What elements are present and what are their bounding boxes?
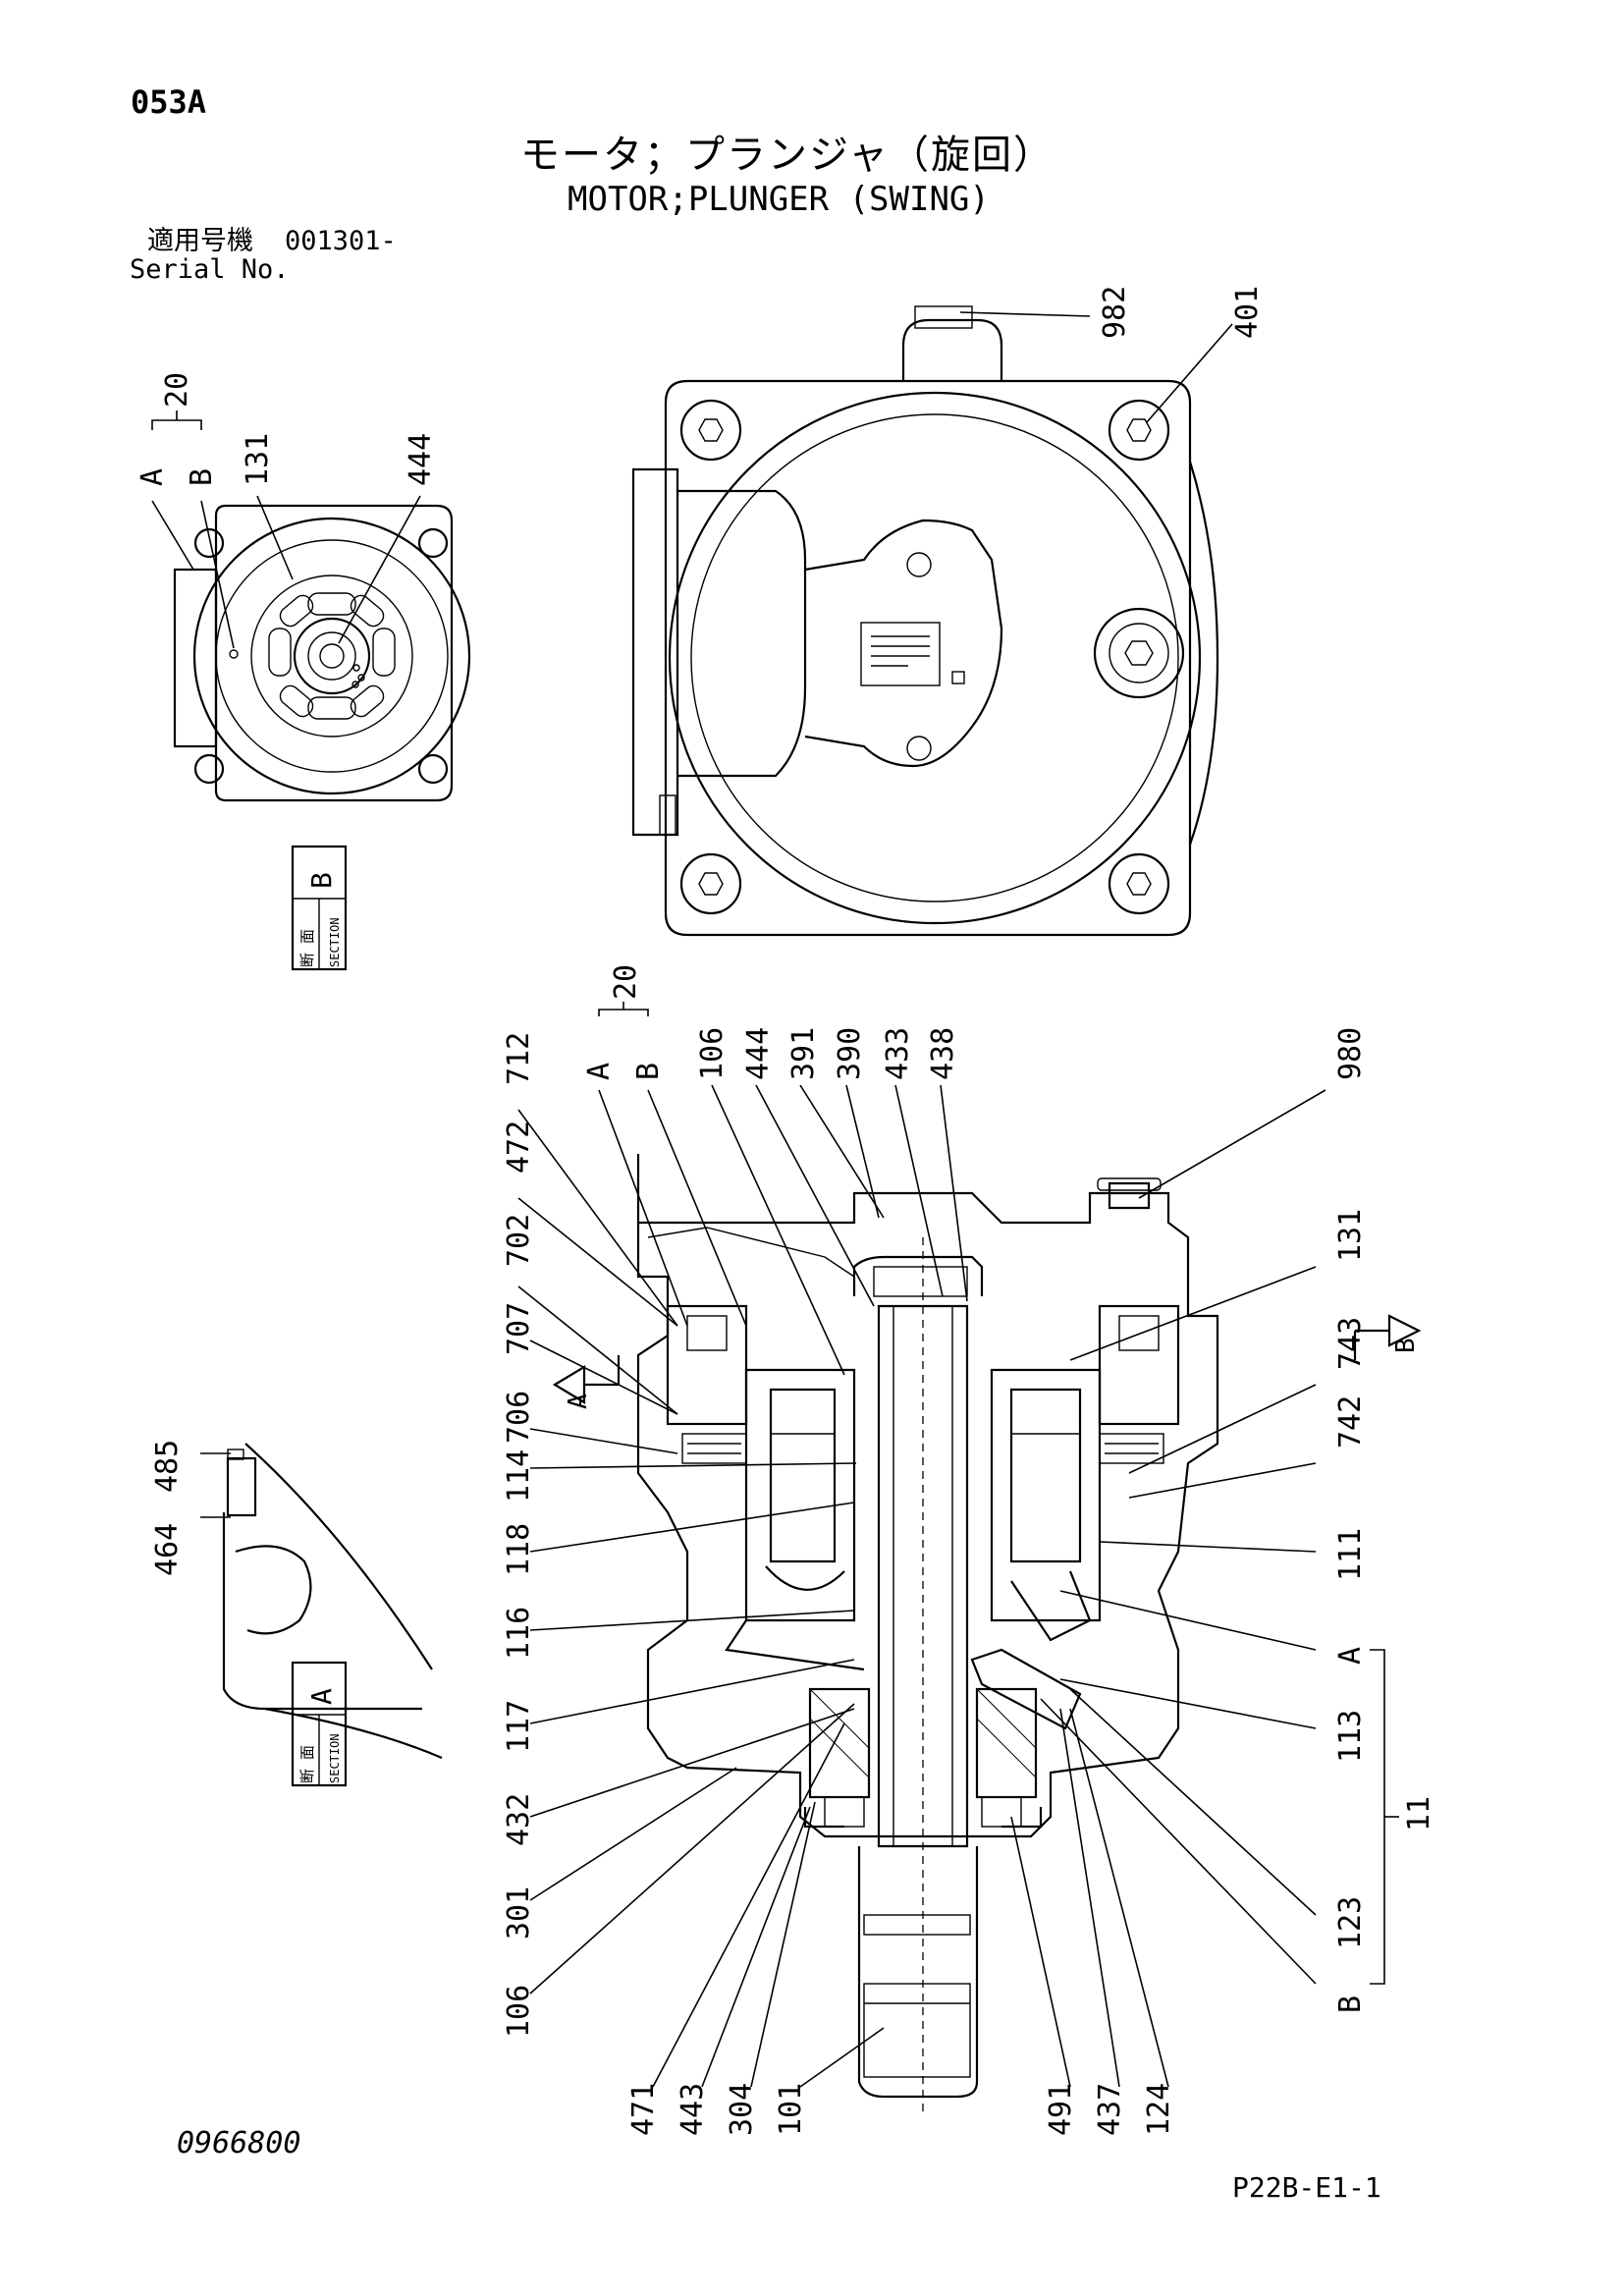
title-english: MOTOR;PLUNGER (SWING) xyxy=(568,180,990,219)
callout-114: 114 xyxy=(502,1449,536,1503)
callout-980: 980 xyxy=(1333,1027,1368,1080)
section-b-view xyxy=(173,504,471,802)
callout-a-right: A xyxy=(1333,1647,1368,1665)
section-b-en: SECTION xyxy=(328,917,342,967)
callout-712: 712 xyxy=(502,1032,536,1085)
callout-464: 464 xyxy=(150,1523,185,1576)
section-b-leaders xyxy=(151,410,421,649)
callout-a-side: A xyxy=(564,1394,593,1409)
callout-433: 433 xyxy=(881,1027,915,1080)
callout-742: 742 xyxy=(1333,1395,1368,1449)
callout-472: 472 xyxy=(502,1121,536,1174)
callout-444-b: 444 xyxy=(404,433,438,486)
main-section-view xyxy=(636,1154,1219,2111)
callout-20-main: 20 xyxy=(609,964,643,1000)
callout-b-side: B xyxy=(1391,1338,1421,1353)
callout-b-b: B xyxy=(185,468,219,486)
serial-label-japanese: 適用号機 xyxy=(147,226,253,256)
callout-labels: 982 401 20 A B 131 444 485 464 712 472 7… xyxy=(135,286,1436,2136)
page-code: 053A xyxy=(131,83,207,121)
callout-702: 702 xyxy=(502,1214,536,1267)
title-japanese: モータ；プランジャ（旋回） xyxy=(520,133,1055,178)
callout-11: 11 xyxy=(1402,1796,1436,1831)
section-a-letter: A xyxy=(305,1688,338,1705)
section-b-label-box xyxy=(291,845,348,971)
callout-743: 743 xyxy=(1333,1317,1368,1370)
callout-20-b: 20 xyxy=(160,372,194,408)
callout-443: 443 xyxy=(676,2083,710,2136)
callout-401: 401 xyxy=(1230,286,1265,339)
callout-444-top: 444 xyxy=(741,1027,776,1080)
group-brackets xyxy=(598,1002,1399,1985)
section-b-ja: 断 面 xyxy=(298,929,316,967)
section-b-letter: B xyxy=(305,872,338,889)
sheet-reference: P22B-E1-1 xyxy=(1232,2171,1381,2204)
detail-view xyxy=(200,1443,443,1760)
callout-116: 116 xyxy=(502,1607,536,1660)
callout-391: 391 xyxy=(786,1027,821,1080)
callout-304: 304 xyxy=(725,2083,759,2136)
callout-101: 101 xyxy=(774,2083,808,2136)
callout-485: 485 xyxy=(150,1440,185,1493)
callout-113: 113 xyxy=(1333,1710,1368,1763)
callout-123: 123 xyxy=(1333,1896,1368,1949)
callout-111: 111 xyxy=(1333,1528,1368,1581)
callout-106-bottom: 106 xyxy=(502,1985,536,2038)
section-cut-markers xyxy=(552,1314,1422,1404)
callout-707: 707 xyxy=(502,1302,536,1355)
callout-124: 124 xyxy=(1142,2083,1176,2136)
callout-a-b: A xyxy=(135,468,170,486)
callout-106-top: 106 xyxy=(695,1027,730,1080)
section-a-en: SECTION xyxy=(328,1733,342,1783)
callout-131-b: 131 xyxy=(241,433,275,486)
callout-471: 471 xyxy=(626,2083,661,2136)
callout-438: 438 xyxy=(926,1027,960,1080)
callout-491: 491 xyxy=(1044,2083,1078,2136)
document-number: 0966800 xyxy=(177,2126,301,2160)
callout-706: 706 xyxy=(502,1391,536,1444)
top-view-leaders xyxy=(959,311,1233,423)
section-leaders xyxy=(517,1084,1326,2088)
callout-b-main: B xyxy=(631,1063,666,1080)
serial-label-english: Serial No. xyxy=(130,254,290,285)
section-a-ja: 断 面 xyxy=(298,1745,316,1783)
top-view xyxy=(631,305,1219,937)
callout-437: 437 xyxy=(1093,2083,1127,2136)
section-a-label-box xyxy=(291,1661,348,1787)
callout-390: 390 xyxy=(833,1027,867,1080)
serial-value: 001301- xyxy=(285,226,397,256)
callout-131-right: 131 xyxy=(1333,1209,1368,1262)
callout-117: 117 xyxy=(502,1700,536,1753)
callout-432: 432 xyxy=(502,1793,536,1846)
callout-118: 118 xyxy=(502,1523,536,1576)
callout-301: 301 xyxy=(502,1886,536,1940)
callout-a-main: A xyxy=(582,1063,617,1080)
callout-b-right: B xyxy=(1333,1995,1368,2013)
callout-982: 982 xyxy=(1098,286,1132,339)
